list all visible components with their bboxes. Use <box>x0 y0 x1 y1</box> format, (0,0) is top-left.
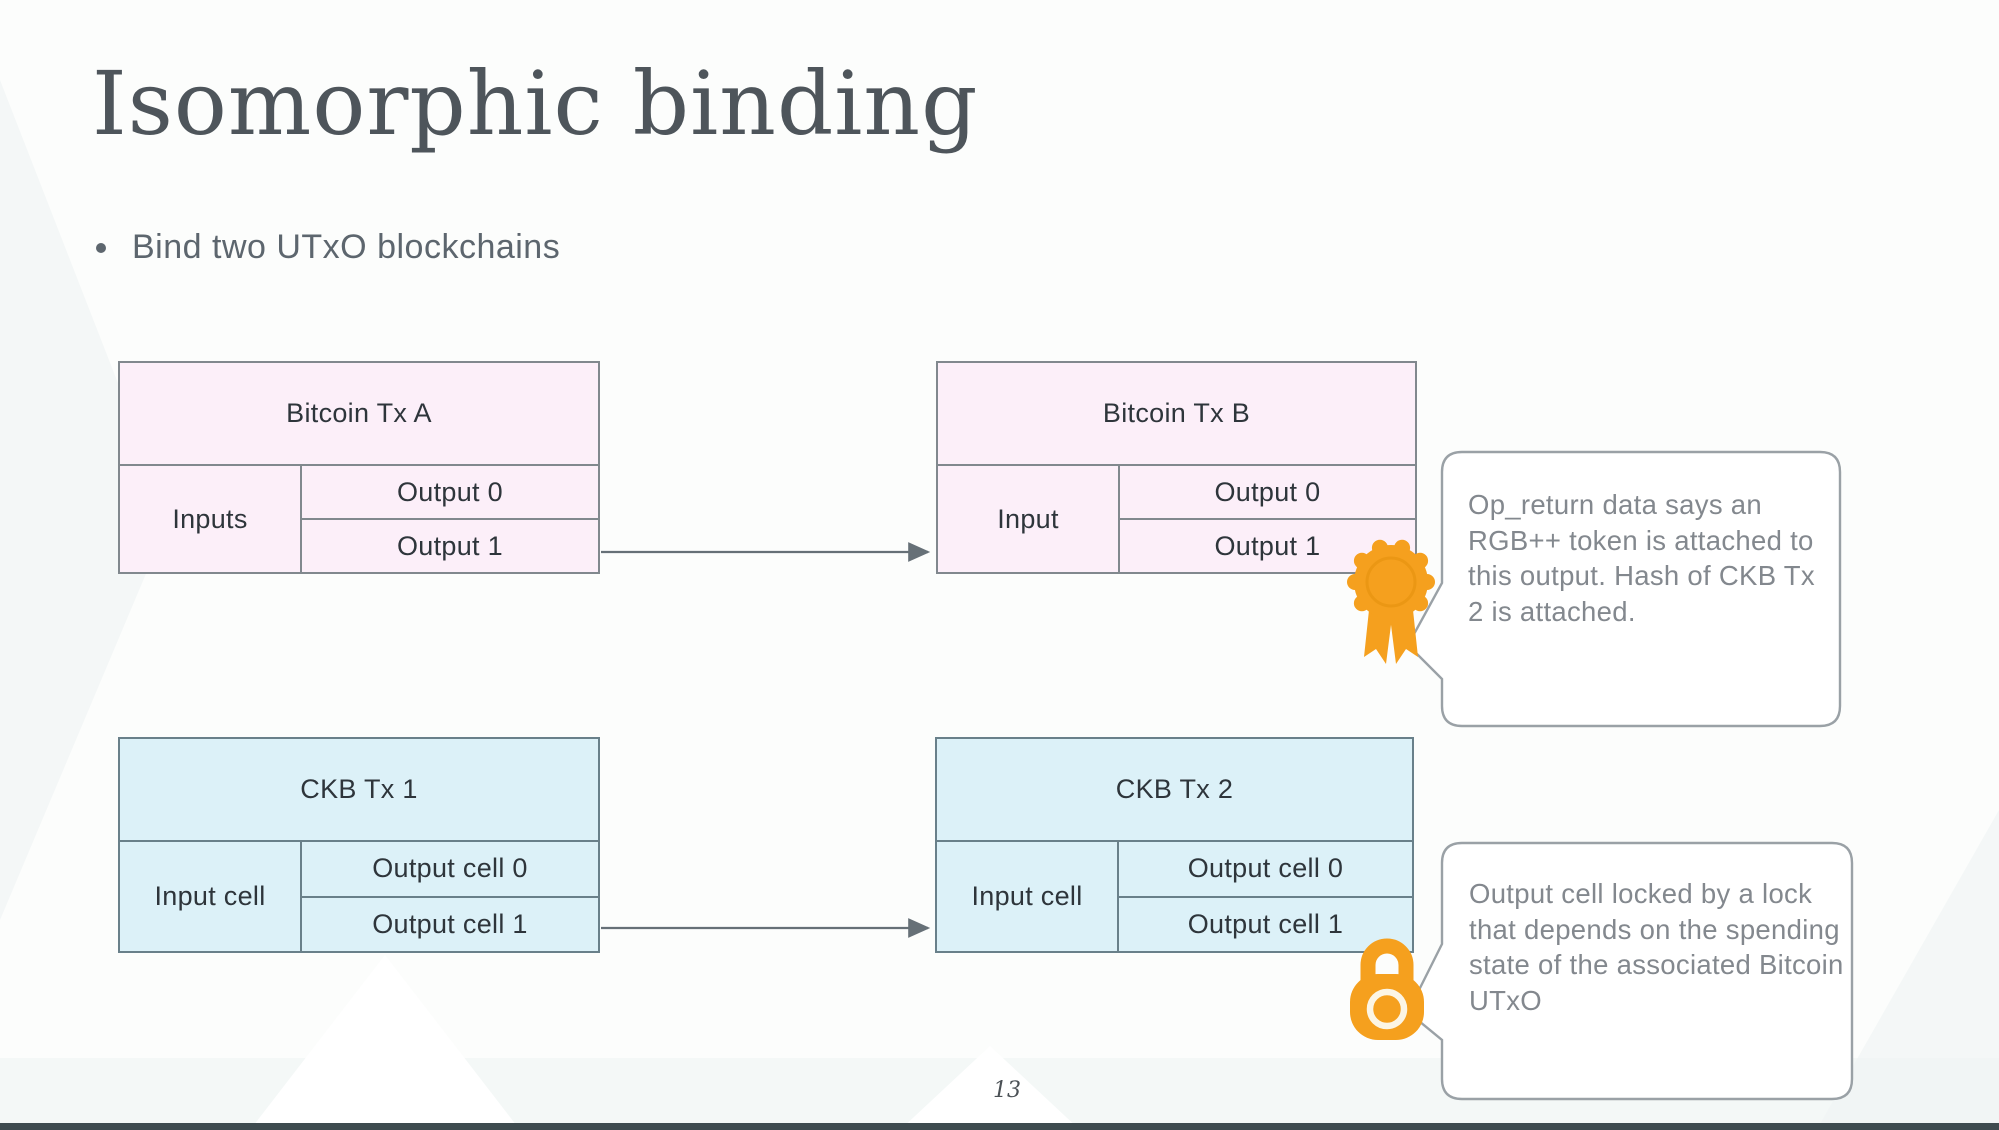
ckb-tx-2-output-cell-0: Output cell 0 <box>1119 842 1412 896</box>
bitcoin-tx-a-output-0: Output 0 <box>302 466 598 518</box>
bitcoin-tx-b-header: Bitcoin Tx B <box>938 363 1415 466</box>
ckb-tx-2-box: CKB Tx 2 Input cell Output cell 0 Output… <box>935 737 1414 953</box>
ckb-tx-1-output-cell-0: Output cell 0 <box>302 842 598 896</box>
bottom-bar <box>0 1123 1999 1130</box>
bitcoin-tx-a-inputs-cell: Inputs <box>120 466 302 572</box>
op-return-callout-text: Op_return data says an RGB++ token is at… <box>1468 489 1815 627</box>
bitcoin-tx-b-output-1: Output 1 <box>1120 518 1415 572</box>
output-label: Output 1 <box>1214 530 1321 561</box>
bitcoin-tx-b-input-cell: Input <box>938 466 1120 572</box>
ckb-tx-1-box: CKB Tx 1 Input cell Output cell 0 Output… <box>118 737 600 953</box>
bullet-text: Bind two UTxO blockchains <box>132 228 561 266</box>
bitcoin-tx-b-box: Bitcoin Tx B Input Output 0 Output 1 <box>936 361 1417 574</box>
padlock-icon <box>1350 938 1424 1040</box>
output-label: Output 1 <box>397 530 503 561</box>
watermark-triangle <box>250 955 520 1130</box>
award-seal-icon <box>1347 539 1435 664</box>
bitcoin-tx-a-header: Bitcoin Tx A <box>120 363 598 466</box>
bitcoin-tx-b-output-0: Output 0 <box>1120 466 1415 518</box>
watermark-triangle <box>900 1046 1080 1130</box>
output-label: Output cell 0 <box>372 853 528 884</box>
bullet-item: Bind two UTxO blockchains <box>96 228 560 267</box>
bullet-dot <box>96 242 106 253</box>
bitcoin-tx-b-title: Bitcoin Tx B <box>1102 398 1251 428</box>
bitcoin-tx-b-input-label: Input <box>997 503 1059 534</box>
output-label: Output 0 <box>397 476 503 507</box>
output-label: Output cell 0 <box>1187 853 1344 884</box>
ckb-tx-1-input-label: Input cell <box>154 881 266 911</box>
bitcoin-tx-a-box: Bitcoin Tx A Inputs Output 0 Output 1 <box>118 361 600 574</box>
ckb-tx-2-title: CKB Tx 2 <box>1115 774 1234 804</box>
bitcoin-tx-a-inputs-label: Inputs <box>172 503 248 534</box>
slide-title: Isomorphic binding <box>92 52 979 155</box>
output-label: Output cell 1 <box>372 908 528 939</box>
lock-callout-text: Output cell locked by a lock that depend… <box>1469 878 1844 1016</box>
page-number: 13 <box>993 1078 1021 1103</box>
ckb-tx-2-output-cell-1: Output cell 1 <box>1119 895 1412 952</box>
output-label: Output 0 <box>1214 476 1321 507</box>
ckb-tx-2-header: CKB Tx 2 <box>937 739 1412 842</box>
ckb-tx-2-input-label: Input cell <box>971 881 1083 911</box>
ckb-tx-1-input-cell: Input cell <box>120 842 302 951</box>
ckb-tx-2-input-cell: Input cell <box>937 842 1119 951</box>
ckb-tx-1-output-cell-1: Output cell 1 <box>302 895 598 952</box>
bitcoin-tx-a-title: Bitcoin Tx A <box>286 398 432 428</box>
output-label: Output cell 1 <box>1187 908 1344 939</box>
ckb-tx-1-header: CKB Tx 1 <box>120 739 598 842</box>
bitcoin-tx-a-output-1: Output 1 <box>302 518 598 572</box>
ckb-tx-1-title: CKB Tx 1 <box>300 774 418 804</box>
